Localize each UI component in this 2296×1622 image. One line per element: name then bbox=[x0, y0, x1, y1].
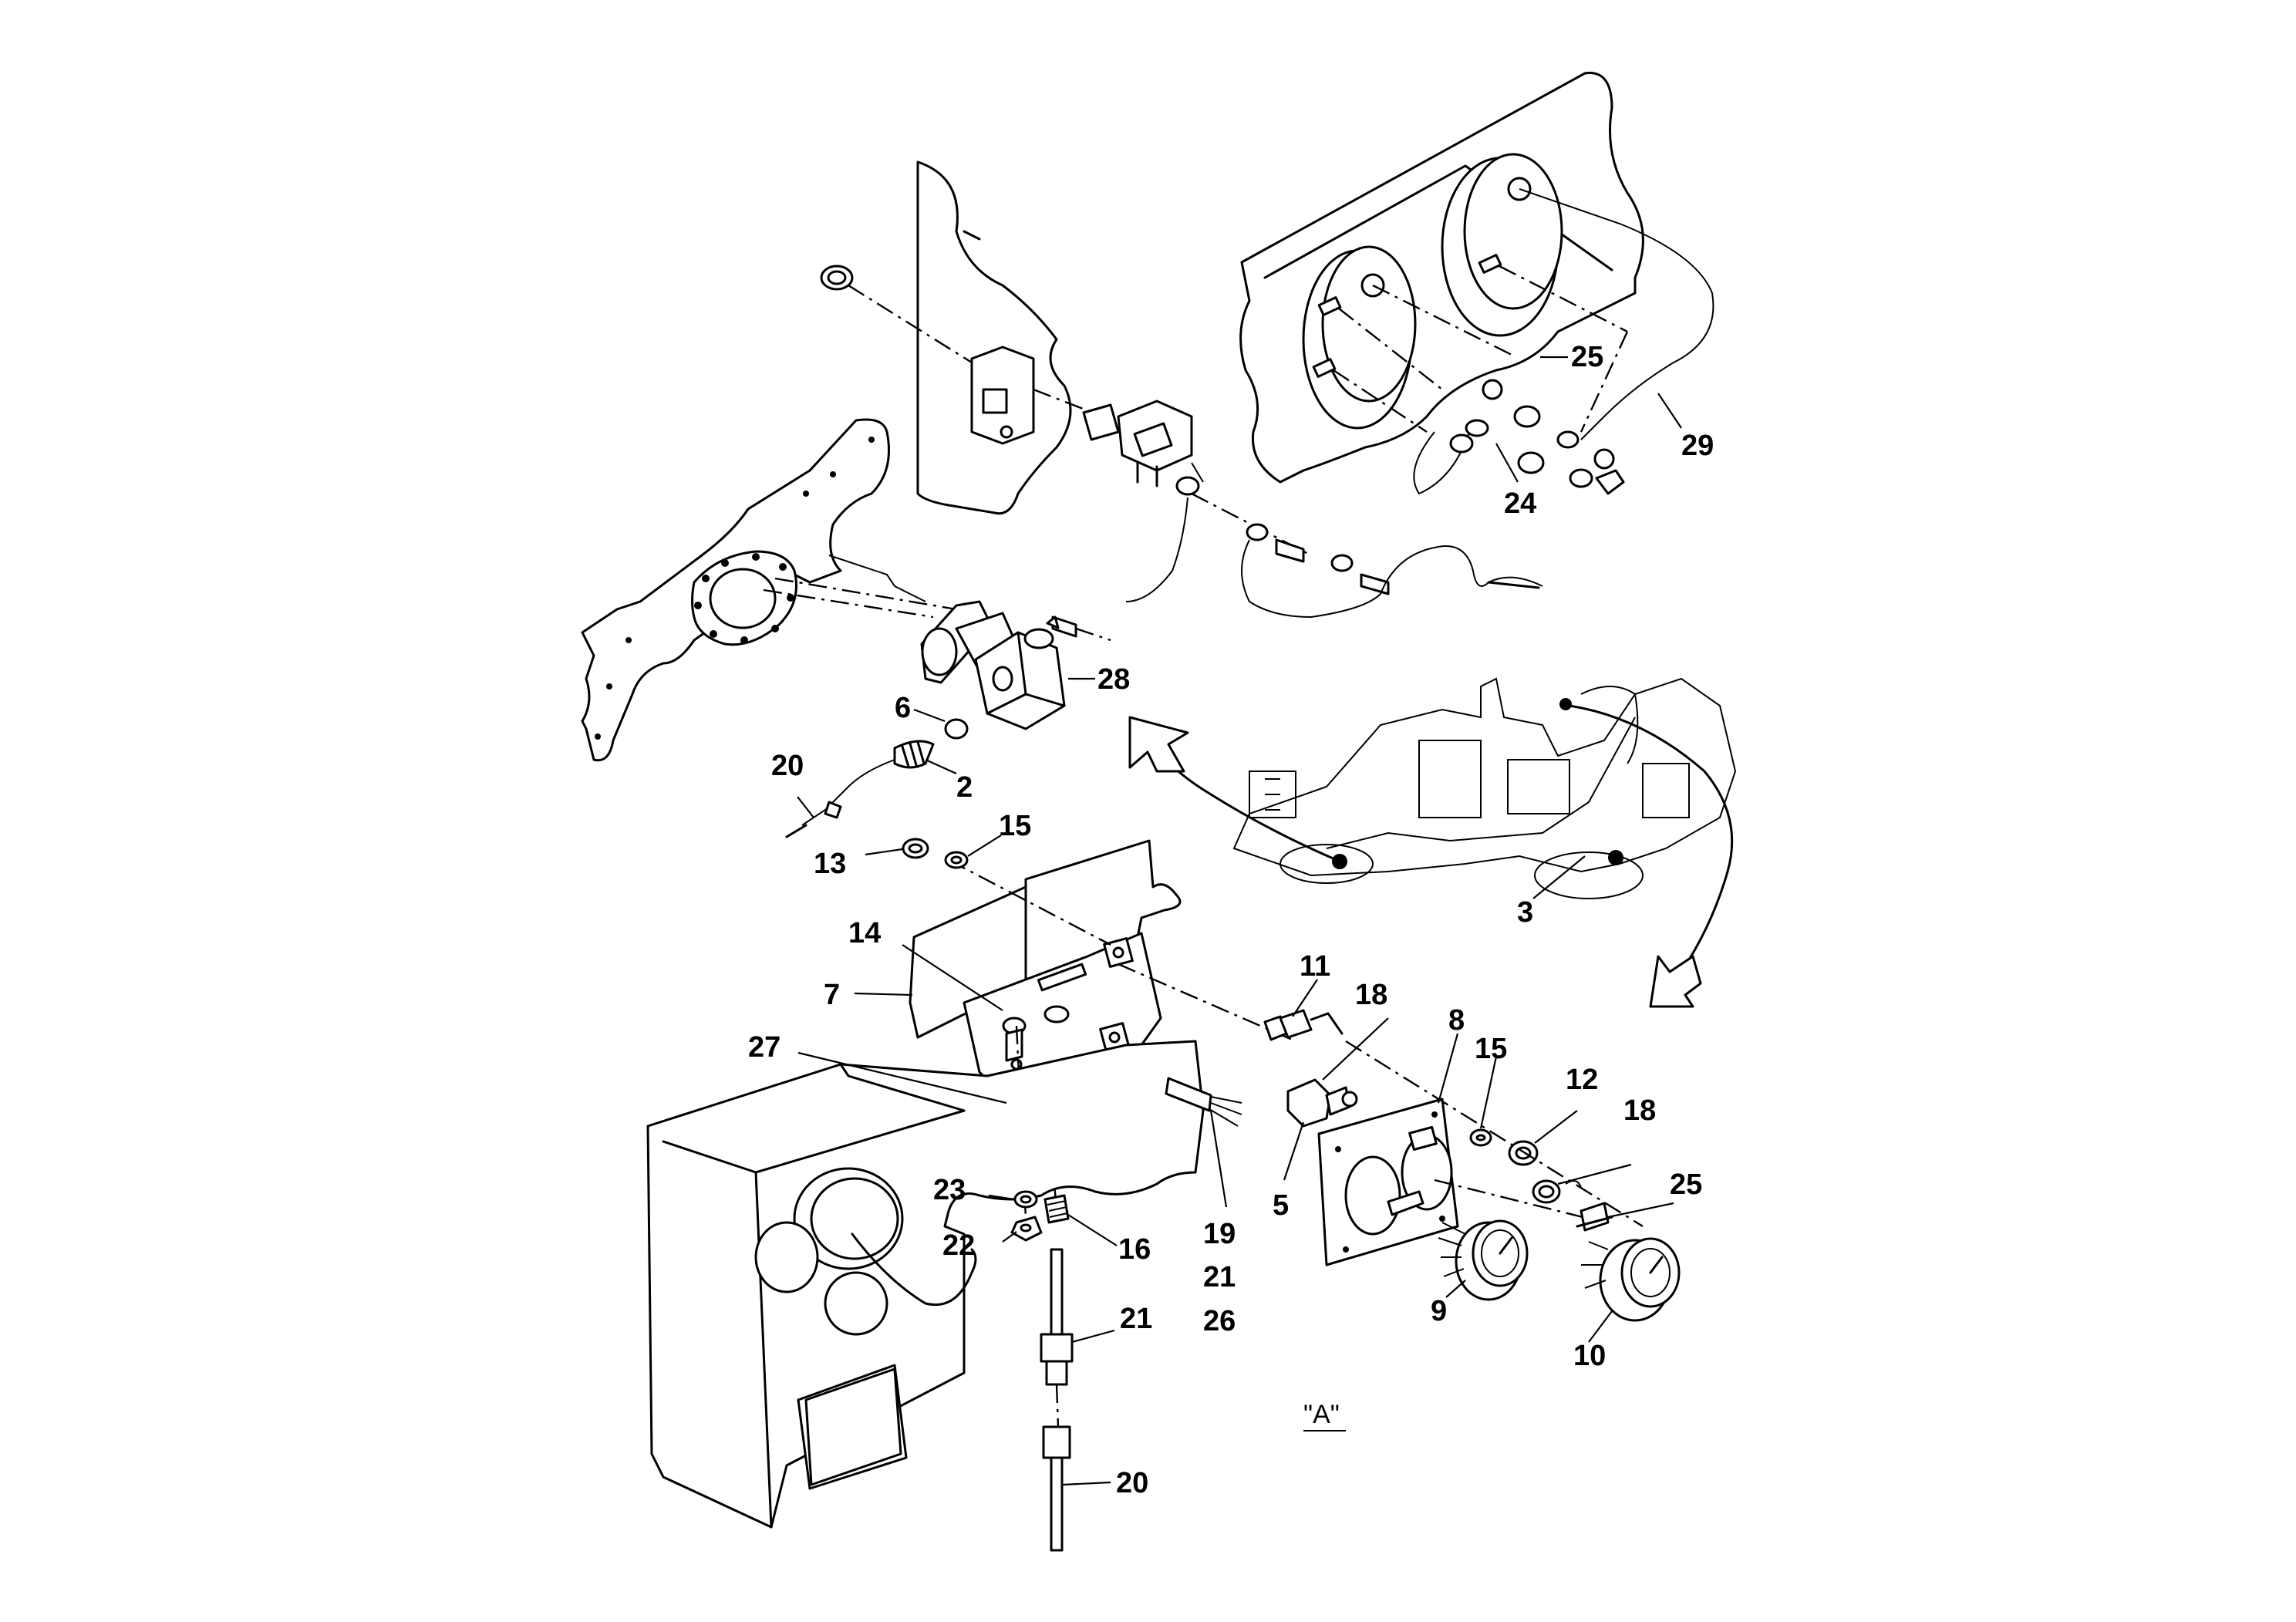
nut-13-washer-15 bbox=[902, 838, 969, 869]
view-label: "A" bbox=[1303, 1400, 1340, 1429]
instrument-console bbox=[646, 1040, 1205, 1529]
view-a-label: "A" bbox=[1303, 1400, 1346, 1431]
callout-25: 25 bbox=[1571, 341, 1603, 373]
callout-20: 20 bbox=[771, 750, 804, 782]
callout-21: 21 bbox=[1203, 1261, 1236, 1293]
upper-dash-panel bbox=[1239, 72, 1714, 495]
callout-10: 10 bbox=[1573, 1340, 1606, 1372]
callout-13: 13 bbox=[814, 848, 846, 880]
leader-lines bbox=[797, 356, 1682, 1486]
callout-18: 18 bbox=[1623, 1094, 1656, 1127]
callout-labels: 25 29 24 28 6 2 20 13 15 3 14 7 11 18 8 … bbox=[748, 341, 1714, 1499]
gauge-10 bbox=[1581, 1237, 1681, 1322]
callout-2: 2 bbox=[956, 771, 973, 804]
callout-29: 29 bbox=[1681, 430, 1714, 462]
callout-27: 27 bbox=[748, 1031, 781, 1064]
callout-23: 23 bbox=[933, 1174, 966, 1206]
callout-25: 25 bbox=[1670, 1168, 1702, 1201]
callout-15: 15 bbox=[999, 810, 1031, 842]
callout-8: 8 bbox=[1448, 1004, 1465, 1037]
callout-28: 28 bbox=[1097, 663, 1130, 696]
switch-and-gauge-plate bbox=[1165, 1009, 1644, 1266]
callout-18: 18 bbox=[1355, 979, 1387, 1011]
flange-plate-assembly bbox=[581, 418, 957, 762]
callout-20: 20 bbox=[1116, 1467, 1148, 1499]
fasteners-22-23-16 bbox=[1010, 1190, 1070, 1242]
side-panel-with-switch bbox=[820, 160, 1543, 619]
callout-21: 21 bbox=[1120, 1303, 1152, 1335]
callout-12: 12 bbox=[1566, 1064, 1598, 1096]
callout-24: 24 bbox=[1504, 487, 1536, 520]
callout-3: 3 bbox=[1517, 896, 1533, 929]
callout-19: 19 bbox=[1203, 1218, 1236, 1250]
callout-9: 9 bbox=[1431, 1295, 1447, 1327]
gauge-9 bbox=[1438, 1219, 1529, 1301]
harness-21-20 bbox=[1040, 1248, 1074, 1552]
machine-overview bbox=[1128, 677, 1737, 1008]
sender-unit-28 bbox=[785, 600, 1111, 838]
callout-16: 16 bbox=[1118, 1233, 1151, 1266]
callout-14: 14 bbox=[848, 917, 881, 949]
callout-5: 5 bbox=[1273, 1189, 1289, 1222]
callout-6: 6 bbox=[895, 692, 911, 724]
callout-22: 22 bbox=[942, 1229, 975, 1262]
callout-15: 15 bbox=[1475, 1033, 1507, 1065]
callout-7: 7 bbox=[824, 979, 840, 1011]
callout-26: 26 bbox=[1203, 1305, 1236, 1337]
callout-11: 11 bbox=[1300, 950, 1330, 983]
